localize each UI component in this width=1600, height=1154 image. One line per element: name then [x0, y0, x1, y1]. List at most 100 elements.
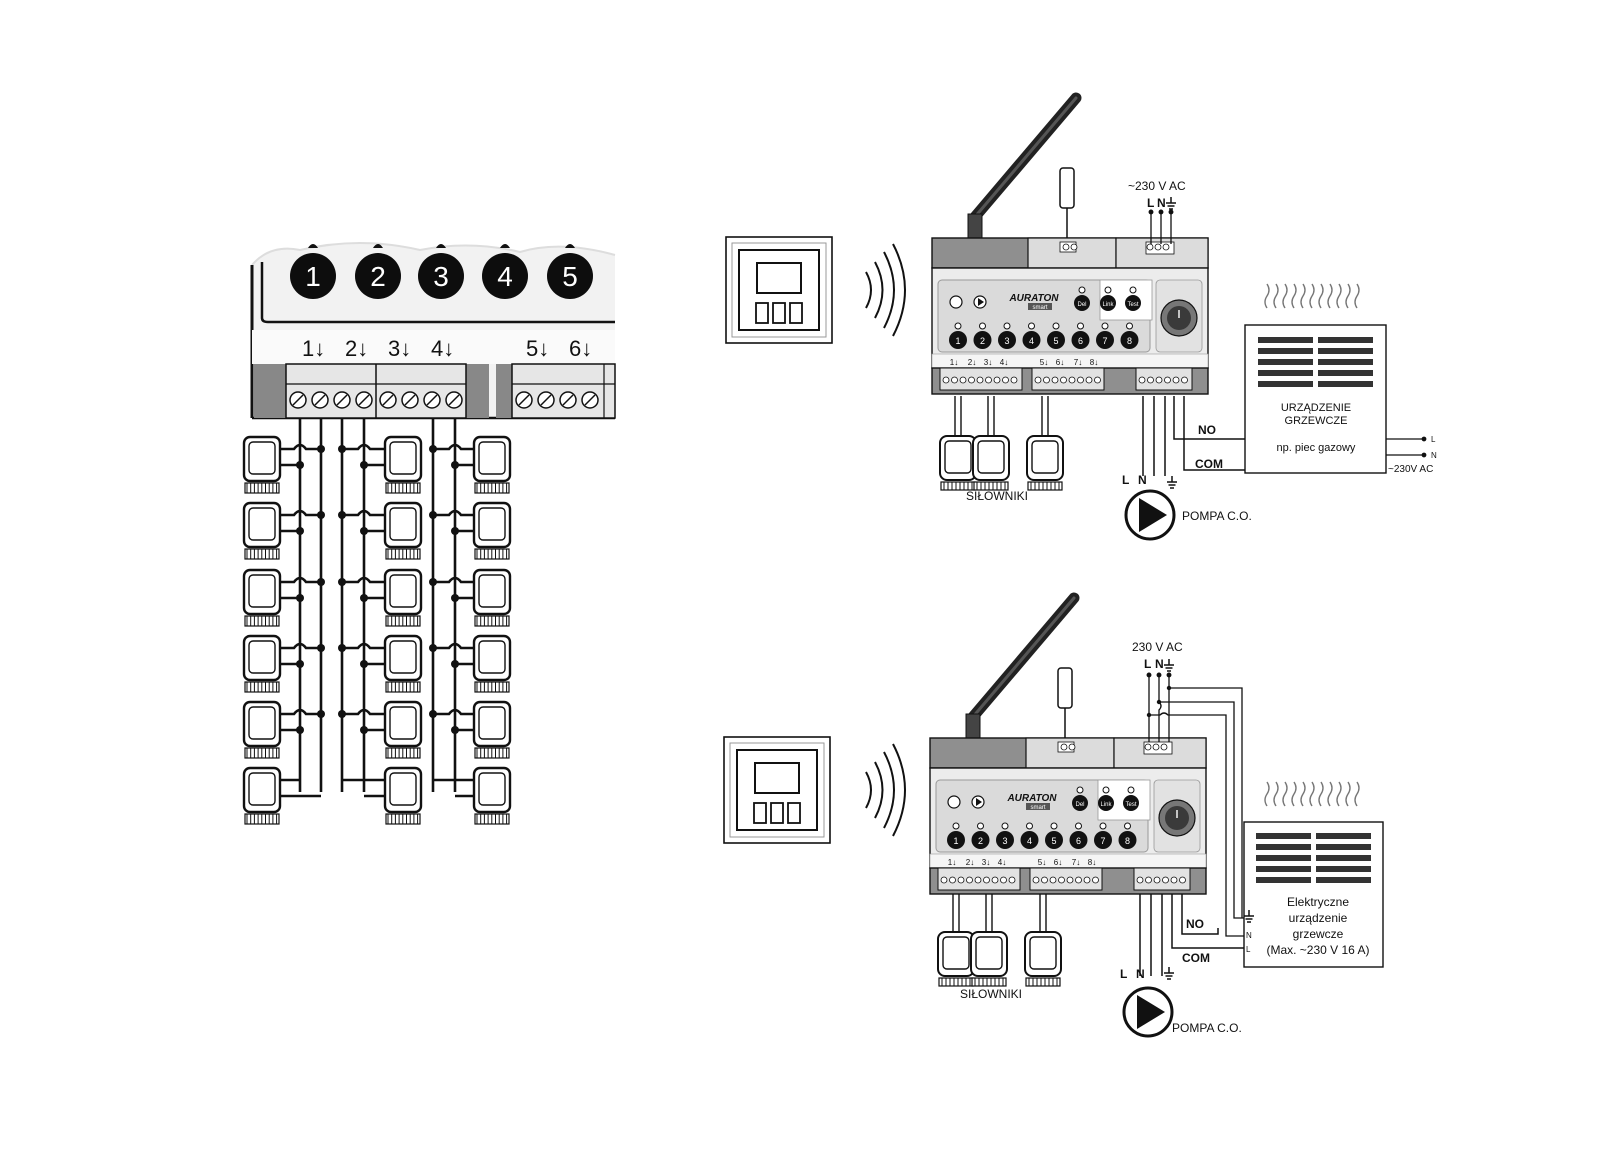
actuator-icon [242, 766, 282, 825]
channel-button-4: 4 [482, 244, 528, 299]
terminal-label: 4↓ [1000, 358, 1008, 367]
pump-earth-icon [1166, 475, 1178, 489]
actuator-2 [972, 435, 1010, 491]
actuator-icon [383, 501, 423, 560]
terminal-label-2: 2↓ [345, 336, 368, 361]
brand-logo: AURATON [1008, 293, 1059, 304]
heat-wave-icon [1354, 781, 1360, 807]
heat-wave-icon [1345, 781, 1351, 807]
pump-l: L [1120, 967, 1127, 981]
pump-n: N [1136, 967, 1145, 981]
pump-l: L [1122, 473, 1129, 487]
terminal-screws [289, 391, 599, 409]
terminal-label: 8↓ [1088, 858, 1096, 867]
channel-button-1 [947, 831, 965, 849]
heat-wave-icon [1282, 283, 1288, 309]
test-button-label: Test [1125, 802, 1136, 808]
channel-button-1 [949, 331, 967, 349]
heat-wave-icon [1309, 781, 1315, 807]
channel-button-2 [971, 831, 990, 849]
com-label: COM [1195, 457, 1223, 471]
del-button-label: Del [1075, 802, 1084, 808]
terminal-label: 8↓ [1090, 358, 1098, 367]
heat-wave-icon [1318, 283, 1324, 309]
channel-button-6 [1069, 831, 1088, 849]
terminal-label: 3↓ [982, 858, 990, 867]
heat-wave-icon [1282, 781, 1288, 807]
actuators-label: SIŁOWNIKI [960, 987, 1022, 1001]
channel-number: 2 [980, 336, 985, 346]
terminal-label: 5↓ [1040, 358, 1048, 367]
actuators-label: SIŁOWNIKI [966, 489, 1028, 503]
earth-icon [1165, 196, 1177, 210]
heat-wave-icon [1291, 781, 1297, 807]
heater-line-1: Elektryczne [1287, 895, 1349, 909]
terminal-label: 7↓ [1072, 858, 1080, 867]
heat-wave-icon [1300, 283, 1306, 309]
channel-button-7 [1096, 331, 1114, 349]
heater-box: Elektryczne urządzenie grzewcze (Max. ~2… [1243, 781, 1384, 968]
actuator-3 [1024, 931, 1062, 987]
actuator-wiring [242, 418, 512, 825]
actuator-icon [242, 634, 282, 693]
sensor-probe-icon [1057, 667, 1073, 709]
wireless-signal-icon [865, 243, 906, 337]
test-button-label: Test [1127, 302, 1138, 308]
link-button-label: Link [1100, 802, 1112, 808]
terminal-label: 2↓ [968, 358, 976, 367]
actuator-2 [970, 931, 1008, 987]
actuator-icon [472, 700, 512, 759]
channel-number: 1 [953, 836, 958, 846]
heat-wave-icon [1327, 781, 1333, 807]
channel-number: 2 [370, 261, 386, 292]
heat-wave-icon [1273, 781, 1279, 807]
heat-wave-icon [1273, 283, 1279, 309]
actuator-icon [383, 766, 423, 825]
channel-number: 4 [497, 261, 513, 292]
pump-earth-icon [1163, 966, 1175, 980]
terminal-label-5: 5↓ [526, 336, 549, 361]
channel-button-5 [1045, 831, 1063, 849]
heat-wave-icon [1354, 283, 1360, 309]
supply-l: L [1144, 657, 1151, 671]
channel-number: 2 [978, 836, 983, 846]
heater-n: N [1431, 451, 1437, 460]
pump-icon [1122, 986, 1174, 1038]
actuator-icon [472, 435, 512, 494]
channel-number: 8 [1125, 836, 1130, 846]
channel-button-7 [1094, 831, 1112, 849]
supply-n: N [1155, 657, 1164, 671]
heater-l: L [1246, 945, 1251, 954]
terminal-label: 1↓ [948, 858, 956, 867]
channel-button-8 [1120, 331, 1139, 349]
brand-sub: smart [1033, 305, 1048, 311]
supply-n: N [1157, 196, 1166, 210]
com-label: COM [1182, 951, 1210, 965]
test-button [1123, 795, 1139, 811]
channel-number: 3 [1004, 336, 1009, 346]
terminal-label: 5↓ [1038, 858, 1046, 867]
channel-number: 8 [1127, 336, 1132, 346]
terminal-label-6: 6↓ [569, 336, 592, 361]
channel-number: 5 [1051, 836, 1056, 846]
del-button [1072, 795, 1088, 811]
channel-number: 7 [1100, 836, 1105, 846]
earth-icon [1163, 658, 1175, 672]
channel-number: 1 [305, 261, 321, 292]
brand-sub: smart [1031, 805, 1046, 811]
terminal-label: 2↓ [966, 858, 974, 867]
zoom-terminal-labels: 1↓ 2↓ 3↓ 4↓ 5↓ 6↓ [302, 336, 592, 361]
actuator-icon [242, 568, 282, 627]
actuator-icon [383, 700, 423, 759]
heater-subtitle: np. piec gazowy [1277, 442, 1356, 454]
channel-number: 5 [1053, 336, 1058, 346]
channel-button-5 [1047, 331, 1065, 349]
channel-number: 5 [562, 261, 578, 292]
heat-wave-icon [1264, 283, 1270, 309]
actuator-icon [472, 501, 512, 560]
no-label: NO [1198, 423, 1216, 437]
channel-button-1: 1 [290, 244, 336, 299]
